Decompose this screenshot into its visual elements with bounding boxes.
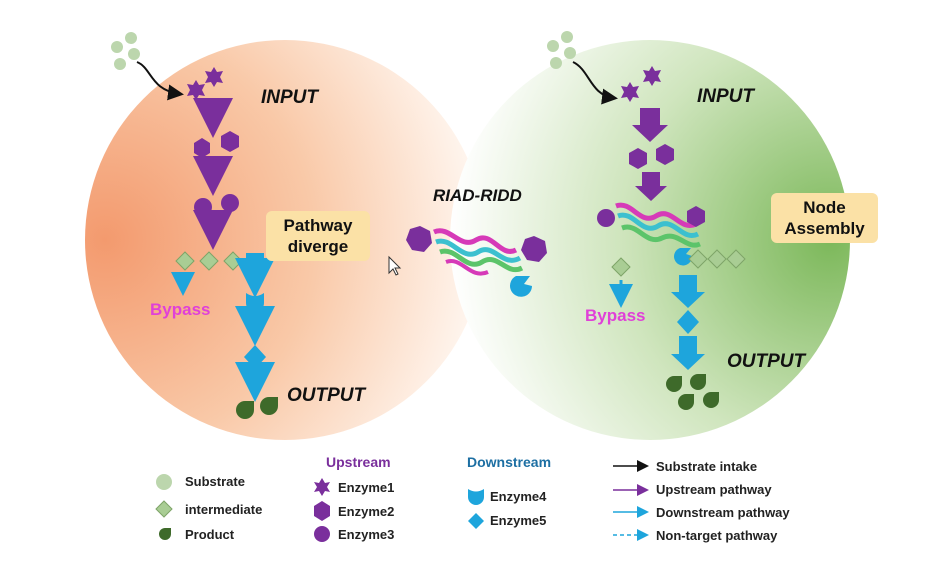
right-enzyme2-icons (629, 144, 674, 169)
legend-intermediate-label: intermediate (185, 502, 263, 517)
left-intermediate-row (175, 251, 243, 271)
left-enzyme4-in-row (246, 253, 264, 272)
right-upstream-arrow-2 (635, 172, 667, 201)
legend-downstream-title: Downstream (467, 454, 552, 470)
left-substrate-cluster (111, 32, 140, 70)
legend-enzyme5-label: Enzyme5 (490, 513, 547, 528)
legend-nontarget-pathway-label: Non-target pathway (656, 528, 778, 543)
left-bypass-label: Bypass (150, 300, 211, 319)
right-intermediate-row (611, 249, 746, 277)
right-substrate-intake-arrow (572, 61, 618, 105)
legend-enzyme3-icon (314, 526, 330, 542)
left-enzyme2-icons (194, 131, 239, 158)
legend-intermediate-icon (155, 500, 173, 518)
right-output-label: OUTPUT (727, 351, 806, 372)
right-downstream-arrow-1 (671, 275, 705, 308)
legend-product-label: Product (185, 527, 235, 542)
right-input-label: INPUT (697, 86, 754, 107)
right-enzyme5-icon (677, 310, 699, 334)
pathway-diverge-note: Pathway diverge (266, 211, 370, 261)
node-assembly-note: Node Assembly (771, 193, 878, 243)
right-assembled-complex (597, 202, 705, 266)
right-substrate-cluster (547, 31, 576, 69)
legend-downstream-pathway-label: Downstream pathway (656, 505, 790, 520)
right-enzyme1-icons (621, 66, 661, 102)
note-line-1: Pathway (283, 216, 353, 235)
right-upstream-arrow-1 (632, 108, 668, 142)
legend-enzyme2-icon (314, 501, 330, 521)
note-line-1: Node (803, 198, 846, 217)
legend-product-icon (159, 528, 171, 540)
legend-enzyme4-label: Enzyme4 (490, 489, 547, 504)
note-line-2: diverge (287, 237, 349, 256)
legend-upstream-pathway-label: Upstream pathway (656, 482, 772, 497)
legend-substrate-label: Substrate (185, 474, 245, 489)
legend-enzyme1-icon (314, 478, 330, 496)
legend-enzyme1-label: Enzyme1 (338, 480, 395, 495)
left-output-label: OUTPUT (287, 385, 366, 406)
right-downstream-arrow-2 (671, 336, 705, 370)
right-bypass-label: Bypass (585, 306, 646, 325)
riad-ridd-title: RIAD-RIDD (433, 186, 522, 205)
legend-substrate-icon (156, 474, 172, 490)
legend-enzyme5-icon (468, 513, 484, 529)
left-input-label: INPUT (261, 87, 318, 108)
left-enzyme1-icons (187, 67, 223, 100)
mouse-cursor-icon (388, 255, 402, 276)
legend-enzyme2-label: Enzyme2 (338, 504, 395, 519)
legend-enzyme3-label: Enzyme3 (338, 527, 395, 542)
legend-upstream-title: Upstream (326, 454, 391, 470)
note-line-2: Assembly (784, 219, 865, 238)
legend-substrate-intake-label: Substrate intake (656, 459, 758, 474)
legend-enzyme4-icon (468, 489, 484, 505)
left-substrate-intake-arrow (136, 61, 184, 101)
left-product-icons (236, 397, 278, 419)
right-product-icons (666, 374, 719, 410)
riad-ridd-complex (406, 226, 547, 297)
